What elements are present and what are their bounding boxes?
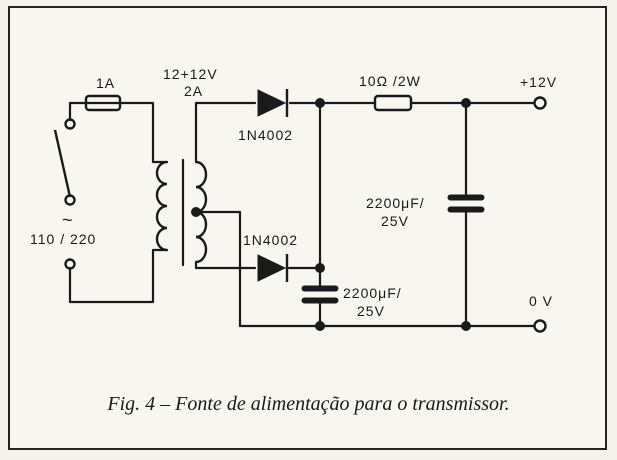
figure-caption: Fig. 4 – Fonte de alimentação para o tra… (107, 393, 510, 415)
diode-top (257, 89, 289, 117)
primary-wiring (68, 101, 169, 304)
diode-bottom (257, 254, 289, 282)
figure-frame (8, 6, 607, 450)
secondary-wiring (194, 101, 536, 328)
cap-bottom-value-label: 2200μF/ (343, 285, 402, 301)
resistor (373, 94, 413, 112)
transformer-current-label: 2A (184, 83, 203, 99)
cap-right-voltage-label: 25V (381, 213, 409, 229)
diode-top-label: 1N4002 (238, 127, 293, 143)
fuse (84, 94, 122, 112)
output-positive-label: +12V (520, 74, 557, 90)
fuse-label: 1A (96, 75, 115, 91)
transformer-primary-coil (155, 160, 168, 252)
output-ground-label: 0 V (529, 293, 553, 309)
mains-voltage-label: 110 / 220 (30, 231, 96, 247)
capacitor-bottom (301, 285, 339, 304)
mains-symbol-label: ~ (62, 210, 74, 230)
power-switch (53, 118, 76, 206)
cap-right-value-label: 2200μF/ (366, 195, 425, 211)
capacitor-right (447, 194, 485, 213)
output-terminal-positive (533, 96, 547, 110)
transformer-voltage-label: 12+12V (163, 66, 218, 82)
output-terminal-ground (533, 319, 547, 333)
cap-bottom-voltage-label: 25V (357, 303, 385, 319)
diode-bottom-label: 1N4002 (243, 232, 298, 248)
mains-terminal (64, 258, 76, 270)
resistor-label: 10Ω /2W (359, 73, 421, 89)
junction-dots (191, 98, 471, 331)
